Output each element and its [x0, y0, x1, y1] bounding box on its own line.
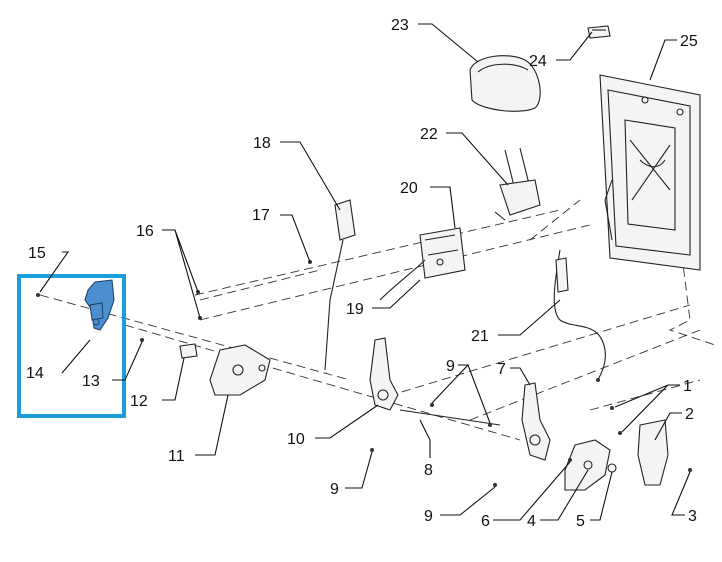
- release-handle: [324, 199, 356, 371]
- callout-13: 13: [82, 373, 100, 390]
- lower-bracket: [564, 439, 611, 491]
- assembly-guide-lines: [39, 199, 716, 441]
- callout-24: 24: [529, 53, 547, 70]
- callout-15: 15: [28, 245, 46, 262]
- callout-4: 4: [527, 513, 536, 530]
- recliner-bracket: [369, 337, 399, 411]
- callout-5: 5: [576, 513, 585, 530]
- callout-3: 3: [688, 508, 697, 525]
- bushing: [179, 343, 198, 359]
- recliner-cable: [379, 259, 426, 301]
- highlighted-parts-group: [17, 274, 126, 418]
- cable-harness: [553, 249, 606, 381]
- callout-9-a: 9: [330, 481, 339, 498]
- callout-2: 2: [685, 406, 694, 423]
- highlight-box: [17, 274, 126, 418]
- leader-lines: [39, 23, 691, 521]
- callout-8: 8: [424, 462, 433, 479]
- callout-10: 10: [287, 431, 305, 448]
- callout-12: 12: [130, 393, 148, 410]
- callout-7: 7: [497, 361, 506, 378]
- seat-back-frame: [599, 74, 701, 271]
- headrest-guide: [494, 147, 541, 221]
- headrest-clip: [587, 25, 611, 39]
- callout-21: 21: [471, 328, 489, 345]
- callout-14: 14: [26, 365, 44, 382]
- callout-16: 16: [136, 223, 154, 240]
- callout-20: 20: [400, 180, 418, 197]
- recliner-module: [419, 227, 466, 279]
- callout-18: 18: [253, 135, 271, 152]
- headrest: [469, 55, 541, 112]
- callout-9-b: 9: [424, 508, 433, 525]
- callout-11: 11: [168, 448, 185, 465]
- callout-22: 22: [420, 126, 438, 143]
- side-bracket: [521, 382, 551, 461]
- callout-labels: 15 14 13 12 11 16 17 18 19 20 21 22 23 2…: [26, 17, 698, 530]
- callout-1: 1: [683, 378, 692, 395]
- callout-17: 17: [252, 207, 270, 224]
- callout-25: 25: [680, 33, 698, 50]
- fasteners: [36, 260, 692, 487]
- callout-9-c: 9: [446, 358, 455, 375]
- torsion-rod: [399, 409, 501, 426]
- washer: [607, 463, 617, 473]
- side-cover: [637, 419, 669, 486]
- seat-hinge-bracket: [209, 344, 271, 396]
- callout-19: 19: [346, 301, 364, 318]
- callout-23: 23: [391, 17, 409, 34]
- callout-6: 6: [481, 513, 490, 530]
